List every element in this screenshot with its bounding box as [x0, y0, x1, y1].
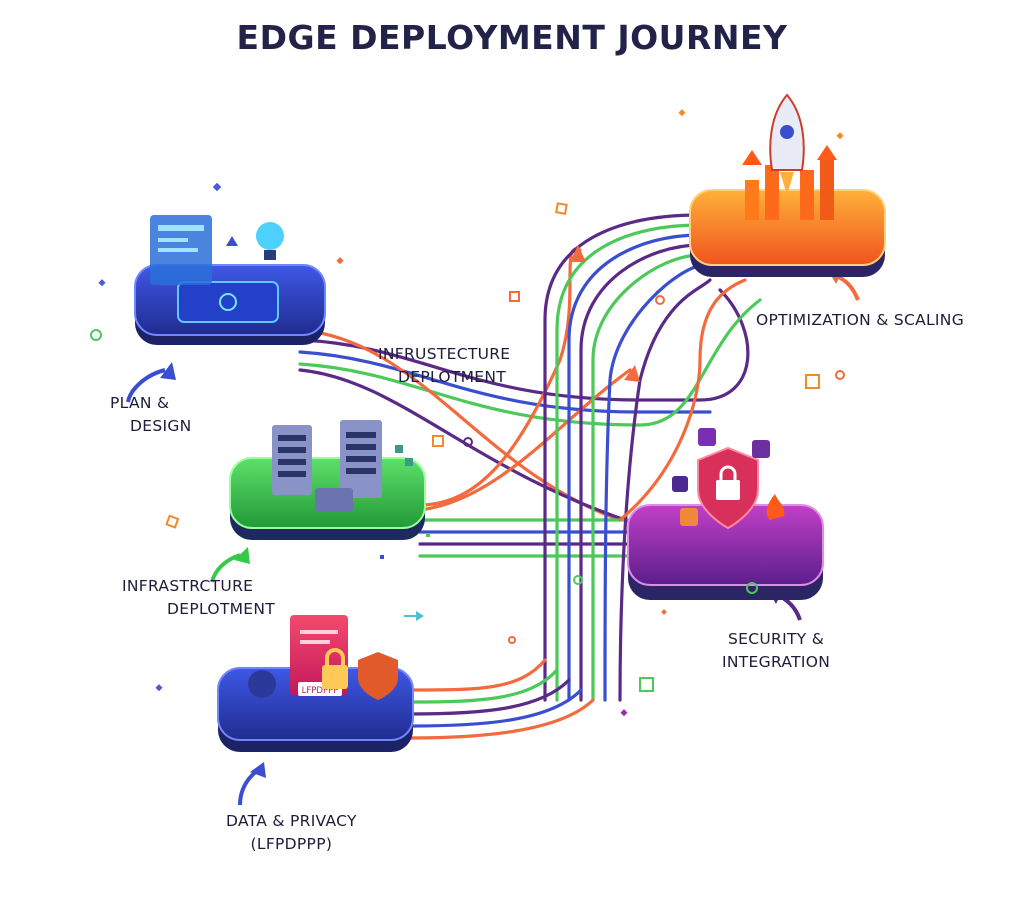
arrow-up-icon — [624, 365, 640, 382]
label-line: INTEGRATION — [722, 653, 831, 671]
label-line: OPTIMIZATION & SCALING — [756, 311, 965, 329]
label-line: DATA & PRIVACY — [226, 812, 357, 830]
optimization-platform — [689, 93, 886, 277]
label-line: DEPLOTMENT — [167, 600, 276, 618]
connector-lines — [298, 213, 762, 740]
label-line: (LFPDPPP) — [250, 835, 333, 853]
label-line: DEPLOTMENT — [398, 368, 507, 386]
arrow-up-icon — [570, 245, 586, 262]
dash-arrow — [404, 611, 424, 621]
label-line: PLAN & — [110, 394, 170, 412]
puzzle-piece-icon — [680, 508, 698, 526]
page-title: EDGE DEPLOYMENT JOURNEY — [236, 18, 788, 57]
label-line: DESIGN — [130, 417, 192, 435]
sparkles — [98, 109, 844, 717]
growth-bars-icon — [742, 145, 837, 220]
label-optimization: OPTIMIZATION & SCALING — [756, 309, 964, 332]
lightbulb-icon — [256, 222, 284, 250]
arrow-curved-icon — [126, 368, 166, 403]
shield-icon — [358, 652, 398, 700]
arrow-up-icon — [226, 236, 238, 246]
server-rack-icon — [272, 425, 312, 495]
arrow-curved-icon — [238, 768, 260, 806]
label-line: INFRUSTECTURE — [378, 345, 511, 363]
label-line: INFRASTRCTURE — [122, 577, 254, 595]
data-privacy-platform: LFPDPPP — [217, 615, 414, 752]
plan-design-platform — [134, 215, 326, 345]
rocket-icon — [769, 93, 805, 195]
server-box-icon — [315, 488, 353, 512]
label-security: SECURITY & INTEGRATION — [722, 628, 830, 674]
puzzle-piece-icon — [672, 476, 688, 492]
decorations — [90, 202, 845, 692]
lock-icon — [716, 480, 740, 500]
label-infrastructure: INFRASTRCTURE DEPLOTMENT — [122, 575, 275, 621]
label-line: SECURITY & — [728, 630, 825, 648]
label-data-privacy: DATA & PRIVACY (LFPDPPP) — [226, 810, 357, 856]
arrow-curved-icon — [210, 553, 241, 583]
server-rack-icon — [340, 420, 382, 498]
security-platform — [627, 428, 824, 600]
label-plan-design: PLAN & DESIGN — [110, 392, 192, 438]
label-connector: INFRUSTECTURE DEPLOTMENT — [378, 343, 510, 389]
puzzle-piece-icon — [698, 428, 716, 446]
doc-stamp-text: LFPDPPP — [302, 686, 339, 696]
infrastructure-platform — [229, 420, 426, 540]
flame-icon — [766, 494, 785, 520]
user-icon — [248, 670, 276, 698]
arrow-heads — [126, 245, 860, 806]
lock-icon — [322, 665, 348, 689]
puzzle-piece-icon — [752, 440, 770, 458]
